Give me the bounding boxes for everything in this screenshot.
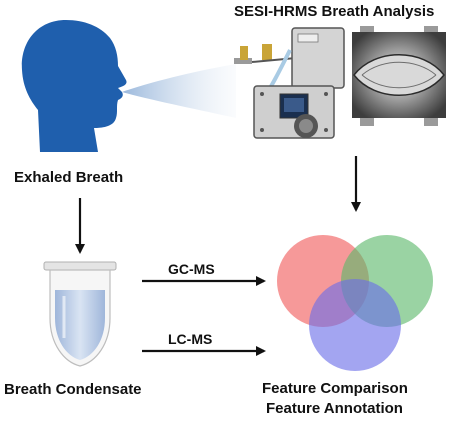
sample-tube-icon (43, 261, 117, 367)
exhaled-breath-label: Exhaled Breath (14, 169, 124, 186)
title-label: SESI-HRMS Breath Analysis (234, 3, 435, 20)
venn-circle-blue (309, 279, 401, 371)
head-silhouette-icon (21, 20, 127, 152)
feature-annotation-label: Feature Annotation (266, 400, 403, 417)
venn-diagram (277, 235, 433, 371)
feature-comparison-label: Feature Comparison (262, 380, 408, 397)
breath-plume (122, 64, 236, 118)
lcms-label: LC-MS (168, 331, 213, 347)
breath-condensate-label: Breath Condensate (4, 381, 142, 398)
sesi-instrument-icon (234, 27, 345, 139)
ion-source-image (352, 26, 446, 126)
gcms-label: GC-MS (168, 261, 215, 277)
